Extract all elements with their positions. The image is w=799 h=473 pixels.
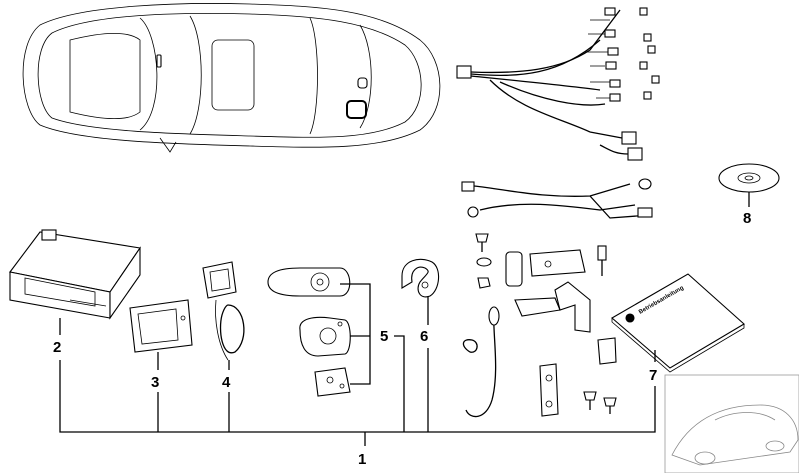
- assembly-leader-line: [59, 360, 656, 446]
- gps-antenna: [202, 261, 245, 370]
- part-number-2: 2: [53, 339, 61, 356]
- navigation-cd: [718, 163, 780, 207]
- wiring-harness-main: [456, 7, 660, 161]
- display-monitor: [129, 299, 193, 370]
- wiring-harness-secondary: [461, 178, 653, 219]
- remote-holder-cradle: [299, 316, 351, 357]
- car-outline-top-view: [22, 3, 441, 153]
- mounting-hardware-set: [462, 233, 617, 418]
- part-number-6: 6: [420, 328, 428, 345]
- part-number-7: 7: [649, 367, 657, 384]
- part-number-4: 4: [222, 374, 231, 391]
- part-number-5: 5: [380, 328, 388, 345]
- navigation-control-unit: [9, 229, 141, 335]
- holder-clip: [401, 258, 440, 325]
- car-side-view-inset: [664, 374, 799, 473]
- part-number-3: 3: [151, 374, 159, 391]
- remote-control: [267, 267, 351, 297]
- part-number-1: 1: [358, 451, 366, 468]
- part-number-8: 8: [743, 210, 751, 227]
- remote-mounting-plate: [314, 367, 351, 397]
- owners-manual: Betriebsanleitung: [611, 273, 745, 373]
